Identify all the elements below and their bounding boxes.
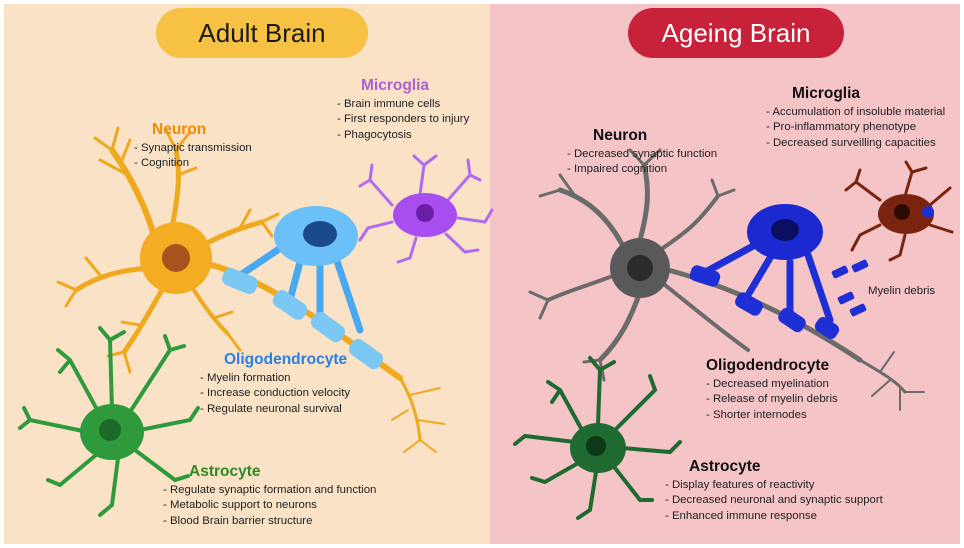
ageing-neuron-list: - Decreased synaptic function - Impaired… [567,147,717,178]
ageing-astrocyte-list: - Display features of reactivity - Decre… [665,478,883,524]
list-item: - Decreased synaptic function [567,147,717,162]
ageing-brain-title: Ageing Brain [628,8,844,58]
ageing-astrocyte-block: Astrocyte - Display features of reactivi… [665,458,883,524]
adult-microglia-list: - Brain immune cells - First responders … [337,97,469,143]
list-item: - Myelin formation [200,371,350,386]
adult-microglia-title: Microglia [361,77,469,95]
list-item: - Regulate synaptic formation and functi… [163,483,376,498]
ageing-oligodendrocyte-block: Oligodendrocyte - Decreased myelination … [706,357,838,423]
list-item: - Pro-inflammatory phenotype [766,120,945,135]
adult-astrocyte-title: Astrocyte [189,463,376,481]
ageing-astrocyte-title: Astrocyte [689,458,883,476]
list-item: - Decreased surveilling capacities [766,136,945,151]
list-item: - Accumulation of insoluble material [766,105,945,120]
adult-brain-title: Adult Brain [156,8,368,58]
ageing-oligodendrocyte-list: - Decreased myelination - Release of mye… [706,377,838,423]
ageing-microglia-list: - Accumulation of insoluble material - P… [766,105,945,151]
adult-neuron-list: - Synaptic transmission - Cognition [134,141,252,172]
list-item: - Decreased myelination [706,377,838,392]
list-item: - Metabolic support to neurons [163,498,376,513]
list-item: - Display features of reactivity [665,478,883,493]
ageing-microglia-title: Microglia [792,85,945,103]
list-item: - Decreased neuronal and synaptic suppor… [665,493,883,508]
list-item: - Cognition [134,156,252,171]
adult-oligodendrocyte-list: - Myelin formation - Increase conduction… [200,371,350,417]
list-item: - Brain immune cells [337,97,469,112]
ageing-neuron-title: Neuron [593,127,717,145]
adult-neuron-title: Neuron [152,121,252,139]
list-item: - Regulate neuronal survival [200,402,350,417]
ageing-neuron-block: Neuron - Decreased synaptic function - I… [567,127,717,178]
list-item: - Shorter internodes [706,408,838,423]
list-item: - Impaired cognition [567,162,717,177]
ageing-oligodendrocyte-title: Oligodendrocyte [706,357,838,375]
adult-oligodendrocyte-title: Oligodendrocyte [224,351,350,369]
list-item: - Blood Brain barrier structure [163,514,376,529]
adult-microglia-block: Microglia - Brain immune cells - First r… [337,77,469,143]
list-item: - First responders to injury [337,112,469,127]
list-item: - Enhanced immune response [665,509,883,524]
adult-neuron-block: Neuron - Synaptic transmission - Cogniti… [134,121,252,172]
adult-oligodendrocyte-block: Oligodendrocyte - Myelin formation - Inc… [200,351,350,417]
list-item: - Synaptic transmission [134,141,252,156]
list-item: - Phagocytosis [337,128,469,143]
ageing-microglia-block: Microglia - Accumulation of insoluble ma… [766,85,945,151]
myelin-debris-label: Myelin debris [868,285,935,297]
adult-astrocyte-block: Astrocyte - Regulate synaptic formation … [163,463,376,529]
list-item: - Increase conduction velocity [200,386,350,401]
list-item: - Release of myelin debris [706,392,838,407]
adult-astrocyte-list: - Regulate synaptic formation and functi… [163,483,376,529]
